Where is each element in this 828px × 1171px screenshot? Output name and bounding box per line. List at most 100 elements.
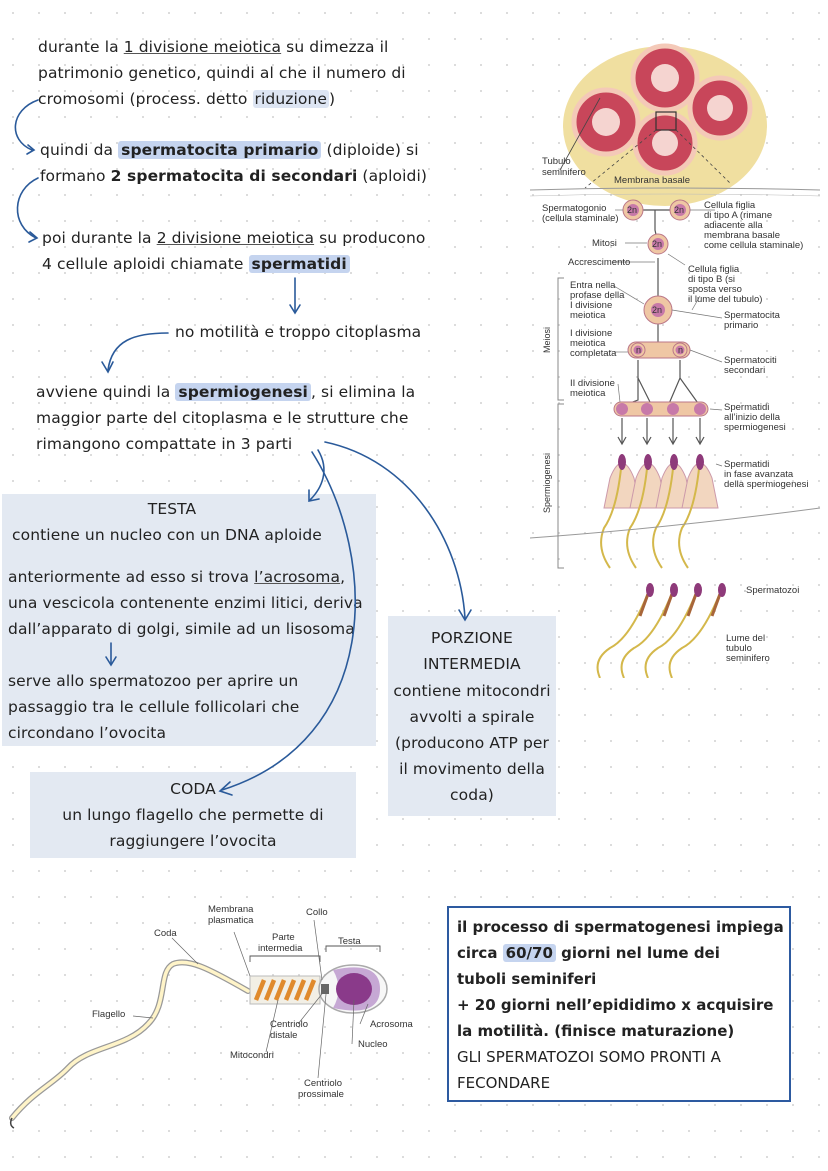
summary-text: circa 60/70 giorni nel lume dei: [457, 944, 720, 962]
entra-label: profase della: [570, 290, 625, 301]
spermatozoon-figure: Membrana plasmatica Collo Coda Parte int…: [9, 904, 413, 1129]
summary-text: circa: [457, 944, 503, 962]
flagello-label: Flagello: [92, 1009, 125, 1020]
cell-label: n: [636, 345, 641, 355]
summary-highlight: 60/70: [502, 944, 556, 962]
summary-text: la motilità. (finisce maturazione): [457, 1022, 735, 1040]
coda-label: Coda: [154, 928, 177, 939]
summary-text: FECONDARE: [457, 1074, 551, 1092]
entra-label: meiotica: [570, 310, 606, 321]
note-line-1: durante la 1 divisione meiotica su dimez…: [38, 38, 388, 56]
cellula-figlia-a-label: Cellula figlia: [704, 200, 756, 211]
note-text: avviene quindi la: [36, 383, 176, 401]
cell-label: 2n: [652, 305, 662, 315]
porzione-text: contiene mitocondri: [393, 682, 551, 700]
centriolo-prossimale-label: prossimale: [298, 1089, 344, 1100]
lume-label: tubulo: [726, 643, 752, 654]
curved-arrow: [16, 177, 39, 239]
spermiogenesi-label: Spermiogenesi: [542, 453, 552, 513]
note-highlight: riduzione: [252, 90, 330, 108]
spermatidi-avanzata-label: in fase avanzata: [724, 469, 794, 480]
flagellum: [9, 959, 251, 1121]
mitocondri-label: Mitocondri: [230, 1050, 274, 1061]
summary-text: giorni nel lume dei: [555, 944, 720, 962]
note-line-4: quindi da spermatocita primario (diploid…: [40, 141, 419, 159]
note-text: 4 cellule aploidi chiamate: [42, 255, 249, 273]
cellula-figlia-a-label: membrana basale: [704, 230, 780, 241]
porzione-text: avvolti a spirale: [409, 708, 535, 726]
mitosi-label: Mitosi: [592, 238, 617, 249]
note-bold: 2 spermatocita di secondari: [110, 167, 358, 185]
summary-box: il processo di spermatogenesi impiega ci…: [447, 906, 791, 1102]
cell-label: 2n: [627, 205, 637, 215]
cellula-figlia-b-label: il lume del tubulo): [688, 294, 762, 305]
curved-arrow: [309, 449, 325, 501]
testa-text: anteriormente ad esso si trova: [8, 568, 255, 586]
note-line-11: rimangono compattate in 3 parti: [36, 435, 293, 453]
testa-text: circondano l’ovocita: [8, 724, 167, 742]
collo-label: Collo: [306, 907, 328, 918]
note-text: ): [329, 90, 336, 108]
testa-text: contiene un nucleo con un DNA aploide: [12, 526, 322, 544]
note-line-10: maggior parte del citoplasma e le strutt…: [36, 409, 409, 427]
mitochondria-spiral: [253, 979, 317, 1001]
porzione-text: coda): [450, 786, 494, 804]
membrana-basale-label: Membrana basale: [614, 175, 690, 186]
note-text: quindi da: [40, 141, 119, 159]
note-text: , si elimina la: [310, 383, 416, 401]
spermatozoa: [596, 583, 726, 678]
zoom-box: [655, 111, 677, 131]
lume-label: seminifero: [726, 653, 770, 664]
note-text: formano: [40, 167, 111, 185]
cellula-figlia-b-label: sposta verso: [688, 284, 742, 295]
testa-text: passaggio tra le cellule follicolari che: [8, 698, 300, 716]
spermatociti-secondari-label: secondari: [724, 365, 765, 376]
note-text: durante la: [38, 38, 124, 56]
note-text: cromosomi (process. detto: [38, 90, 253, 108]
note-line-7: 4 cellule aploidi chiamate spermatidi: [42, 255, 350, 273]
curved-arrow: [107, 332, 169, 371]
summary-text: + 20 giorni nell’epididimo x acquisire: [457, 996, 774, 1014]
spermatidi-label: all’inizio della: [724, 412, 781, 423]
coda-title: CODA: [170, 780, 216, 798]
centriolo-prossimale-label: Centriolo: [304, 1078, 342, 1089]
spermatidi-label: spermiogenesi: [724, 422, 786, 433]
note-text: su producono: [314, 229, 426, 247]
membrana-plasmatica-label: Membrana: [208, 904, 254, 915]
summary-text: tuboli seminiferi: [457, 970, 597, 988]
porzione-text: (producono ATP per: [395, 734, 549, 752]
spermatogonio-label: Spermatogonio: [542, 203, 606, 214]
spermatogonio-label: (cellula staminale): [542, 213, 619, 224]
cellula-figlia-b-label: Cellula figlia: [688, 264, 740, 275]
idiv-label: I divisione: [570, 328, 612, 339]
spermatociti-secondari-label: Spermatociti: [724, 355, 777, 366]
coda-box: CODA un lungo flagello che permette di r…: [30, 772, 356, 858]
note-highlight: spermatidi: [248, 255, 350, 273]
note-text: su dimezza il: [281, 38, 389, 56]
testa-text: serve allo spermatozoo per aprire un: [8, 672, 299, 690]
summary-text: il processo di spermatogenesi impiega: [457, 918, 784, 936]
porzione-text: il movimento della: [399, 760, 545, 778]
curved-arrow: [324, 441, 466, 619]
spermatocita-primario-label: primario: [724, 320, 758, 331]
testa-label: Testa: [338, 936, 361, 947]
tubulo-label: Tubulo: [542, 156, 571, 167]
spermatidi-label: Spermatidi: [724, 402, 769, 413]
note-line-8: no motilità e troppo citoplasma: [175, 323, 422, 341]
note-highlight: spermatocita primario: [118, 141, 322, 159]
note-line-5: formano 2 spermatocita di secondari (apl…: [40, 167, 427, 185]
cellula-figlia-a-label: come cellula staminale): [704, 240, 803, 251]
centriolo-distale-label: Centriolo: [270, 1019, 308, 1030]
acrosoma-label: Acrosoma: [370, 1019, 413, 1030]
advanced-spermatids: [600, 454, 719, 569]
cells: 2n 2n 2n 2n n n: [613, 199, 709, 417]
parte-intermedia-label: Parte: [272, 932, 295, 943]
testa-text: una vescicola contenente enzimi litici, …: [8, 594, 363, 612]
testa-text: dall’apparato di golgi, simile ad un lis…: [8, 620, 355, 638]
idiv-label: meiotica: [570, 338, 606, 349]
note-highlight: spermiogenesi: [175, 383, 311, 401]
curved-arrow: [14, 99, 39, 151]
note-text: (diploide) si: [321, 141, 419, 159]
nucleo-label: Nucleo: [358, 1039, 388, 1050]
note-underlined: 2 divisione meiotica: [156, 229, 315, 247]
